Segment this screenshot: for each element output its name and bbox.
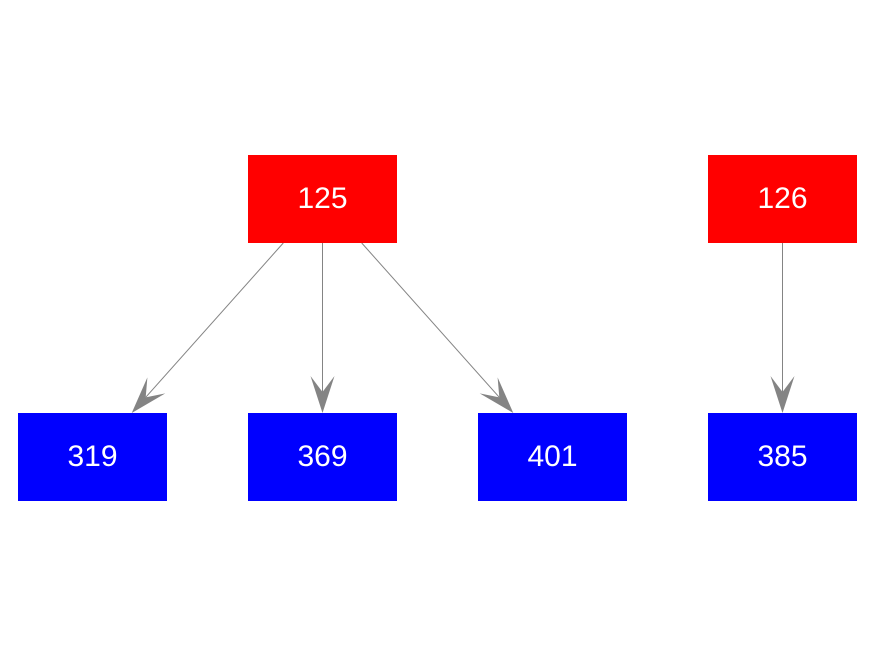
edge-arrowhead-125-369 bbox=[310, 376, 335, 413]
edge-arrowhead-125-319 bbox=[131, 377, 166, 413]
edge-arrowhead-125-401 bbox=[479, 377, 514, 413]
edge-arrowhead-126-385 bbox=[770, 376, 795, 413]
edge-line-125-319 bbox=[145, 242, 284, 398]
node-319: 319 bbox=[18, 413, 167, 501]
node-126: 126 bbox=[708, 155, 857, 243]
node-label: 126 bbox=[757, 182, 808, 215]
node-369: 369 bbox=[248, 413, 397, 501]
edge-line-125-401 bbox=[361, 242, 500, 398]
node-385: 385 bbox=[708, 413, 857, 501]
node-label: 401 bbox=[527, 440, 578, 473]
node-label: 319 bbox=[67, 440, 118, 473]
node-401: 401 bbox=[478, 413, 627, 501]
node-125: 125 bbox=[248, 155, 397, 243]
node-label: 385 bbox=[757, 440, 808, 473]
node-label: 369 bbox=[297, 440, 348, 473]
node-label: 125 bbox=[297, 182, 348, 215]
